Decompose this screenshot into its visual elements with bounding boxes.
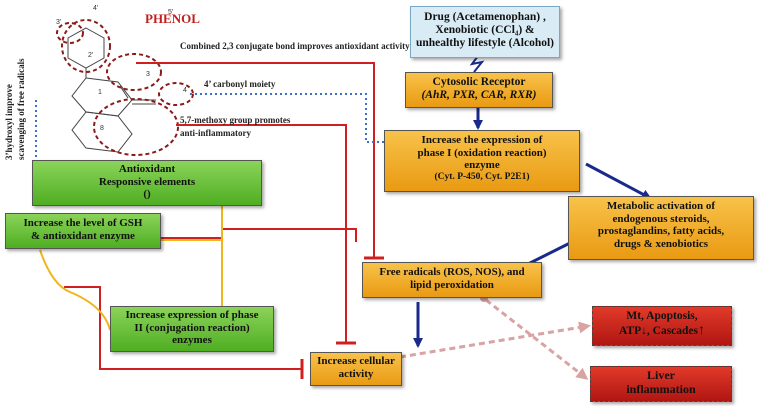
free-radicals-line-2: lipid peroxidation	[410, 278, 494, 291]
conjugate-bond-highlight	[106, 53, 162, 91]
methoxy-note-line-1: 5,7-methoxy group promotes	[180, 115, 291, 125]
receptor-line-1: Cytosolic Receptor	[432, 76, 526, 88]
methoxy-highlight	[93, 98, 179, 156]
double-bond	[119, 85, 129, 99]
metabolic-line-3: prostaglandins, fatty acids,	[597, 225, 725, 238]
liver-line-2: inflammation	[626, 381, 696, 396]
yellow-curve	[39, 249, 111, 331]
phenol-ring-highlight	[61, 19, 111, 73]
atom-label: 5'	[168, 9, 173, 16]
a-ring	[71, 111, 133, 153]
free-radicals-line-1: Free radicals (ROS, NOS), and	[379, 266, 525, 278]
cellular-line-1: Increase cellular	[317, 355, 395, 367]
cellular-line-2: activity	[338, 367, 374, 380]
inhibit-line-loop	[64, 286, 302, 370]
lightning-arrow	[469, 55, 485, 73]
gsh-box: Increase the level of GSH & antioxidant …	[5, 213, 161, 249]
flavonoid-structure: 4' 5' 3' 2' 3 1 4 8	[56, 5, 194, 156]
atom-label: 2'	[88, 52, 93, 59]
cellular-activity-box: Increase cellular activity	[310, 352, 402, 386]
metabolic-line-4: drugs & xenobiotics	[613, 237, 709, 250]
drug-box: Drug (Acetamenophan) , Xenobiotic (CCl₄)…	[410, 6, 560, 58]
mt-line-2: ATP↓, Cascades↑	[593, 323, 731, 339]
arrow-radicals-liver	[485, 298, 589, 380]
are-line-3: ()	[143, 188, 151, 201]
metabolic-line-2: endogenous steroids,	[612, 212, 710, 225]
down-arrow-icon: ↓	[641, 325, 647, 338]
metabolic-box: Metabolic activation of endogenous stero…	[568, 196, 754, 260]
atom-label: 3'	[56, 19, 61, 26]
phase1-line-1: Increase the expression of	[421, 134, 543, 146]
mt-line-1: Mt, Apoptosis,	[626, 310, 698, 322]
gsh-line-1: Increase the level of GSH	[23, 217, 143, 229]
atom-label: 4'	[93, 5, 98, 12]
inhibit-line-methoxy	[176, 124, 347, 342]
free-radicals-box: Free radicals (ROS, NOS), and lipid pero…	[362, 262, 542, 298]
drug-line-2: Xenobiotic (CCl₄) &	[435, 24, 535, 37]
atom-label: 4	[183, 87, 187, 94]
carbonyl-highlight	[158, 82, 194, 106]
atp-label: ATP	[618, 325, 642, 338]
gsh-line-2: & antioxidant enzyme	[31, 229, 135, 242]
phase2-box: Increase expression of phase II (conjuga…	[110, 306, 274, 352]
hydroxyl-note-line-1: 3’hydroxyl improve	[4, 84, 14, 160]
methoxy-note-line-2: anti-inflammatory	[180, 128, 251, 138]
phase2-line-2: II (conjugation reaction)	[134, 321, 250, 334]
conjugate-note: Combined 2,3 conjugate bond improves ant…	[180, 41, 410, 51]
arrow-phase1-metabolic	[585, 162, 652, 200]
carbonyl-note: 4’ carbonyl moiety	[204, 79, 276, 89]
metabolic-line-1: Metabolic activation of	[606, 200, 716, 212]
atom-label: 3	[146, 71, 150, 78]
atom-label: 8	[100, 125, 104, 132]
liver-line-1: Liver	[647, 368, 675, 382]
receptor-box: Cytosolic Receptor (AhR, PXR, CAR, RXR)	[405, 72, 553, 108]
are-line-1: Antioxidant	[118, 163, 176, 175]
hydroxyl-note-line-2: scavenging of free radicals	[16, 58, 26, 160]
are-line-2: Responsive elements	[98, 175, 196, 188]
dotted-line-carbonyl	[190, 93, 384, 143]
mt-apoptosis-box: Mt, Apoptosis, ATP↓, Cascades↑	[592, 306, 732, 346]
up-arrow-icon: ↑	[698, 323, 706, 339]
phase1-line-2: phase I (oxidation reaction)	[417, 146, 547, 159]
drug-line-1: Drug (Acetamenophan) ,	[424, 11, 546, 23]
phase2-line-1: Increase expression of phase	[125, 309, 259, 321]
atom-label: 1	[98, 89, 102, 96]
b-ring	[67, 27, 105, 69]
inhibit-line-conjugate	[136, 62, 375, 257]
receptor-line-2: (AhR, PXR, CAR, RXR)	[421, 89, 537, 102]
phase1-line-3: enzyme	[464, 159, 500, 172]
hydroxyl-highlight	[56, 22, 84, 44]
phenol-title: PHENOL	[145, 11, 200, 26]
cascades-label: , Cascades	[646, 325, 699, 338]
are-box: Antioxidant Responsive elements ()	[32, 160, 262, 206]
phase2-line-3: enzymes	[172, 334, 212, 347]
arrow-cellular-mt	[399, 321, 591, 359]
liver-inflammation-box: Liver inflammation	[590, 366, 732, 402]
drug-line-3: unhealthy lifestyle (Alcohol)	[416, 37, 554, 50]
phase1-line-4: (Cyt. P-450, Cyt. P2E1)	[434, 171, 530, 182]
phase1-box: Increase the expression of phase I (oxid…	[384, 130, 580, 192]
